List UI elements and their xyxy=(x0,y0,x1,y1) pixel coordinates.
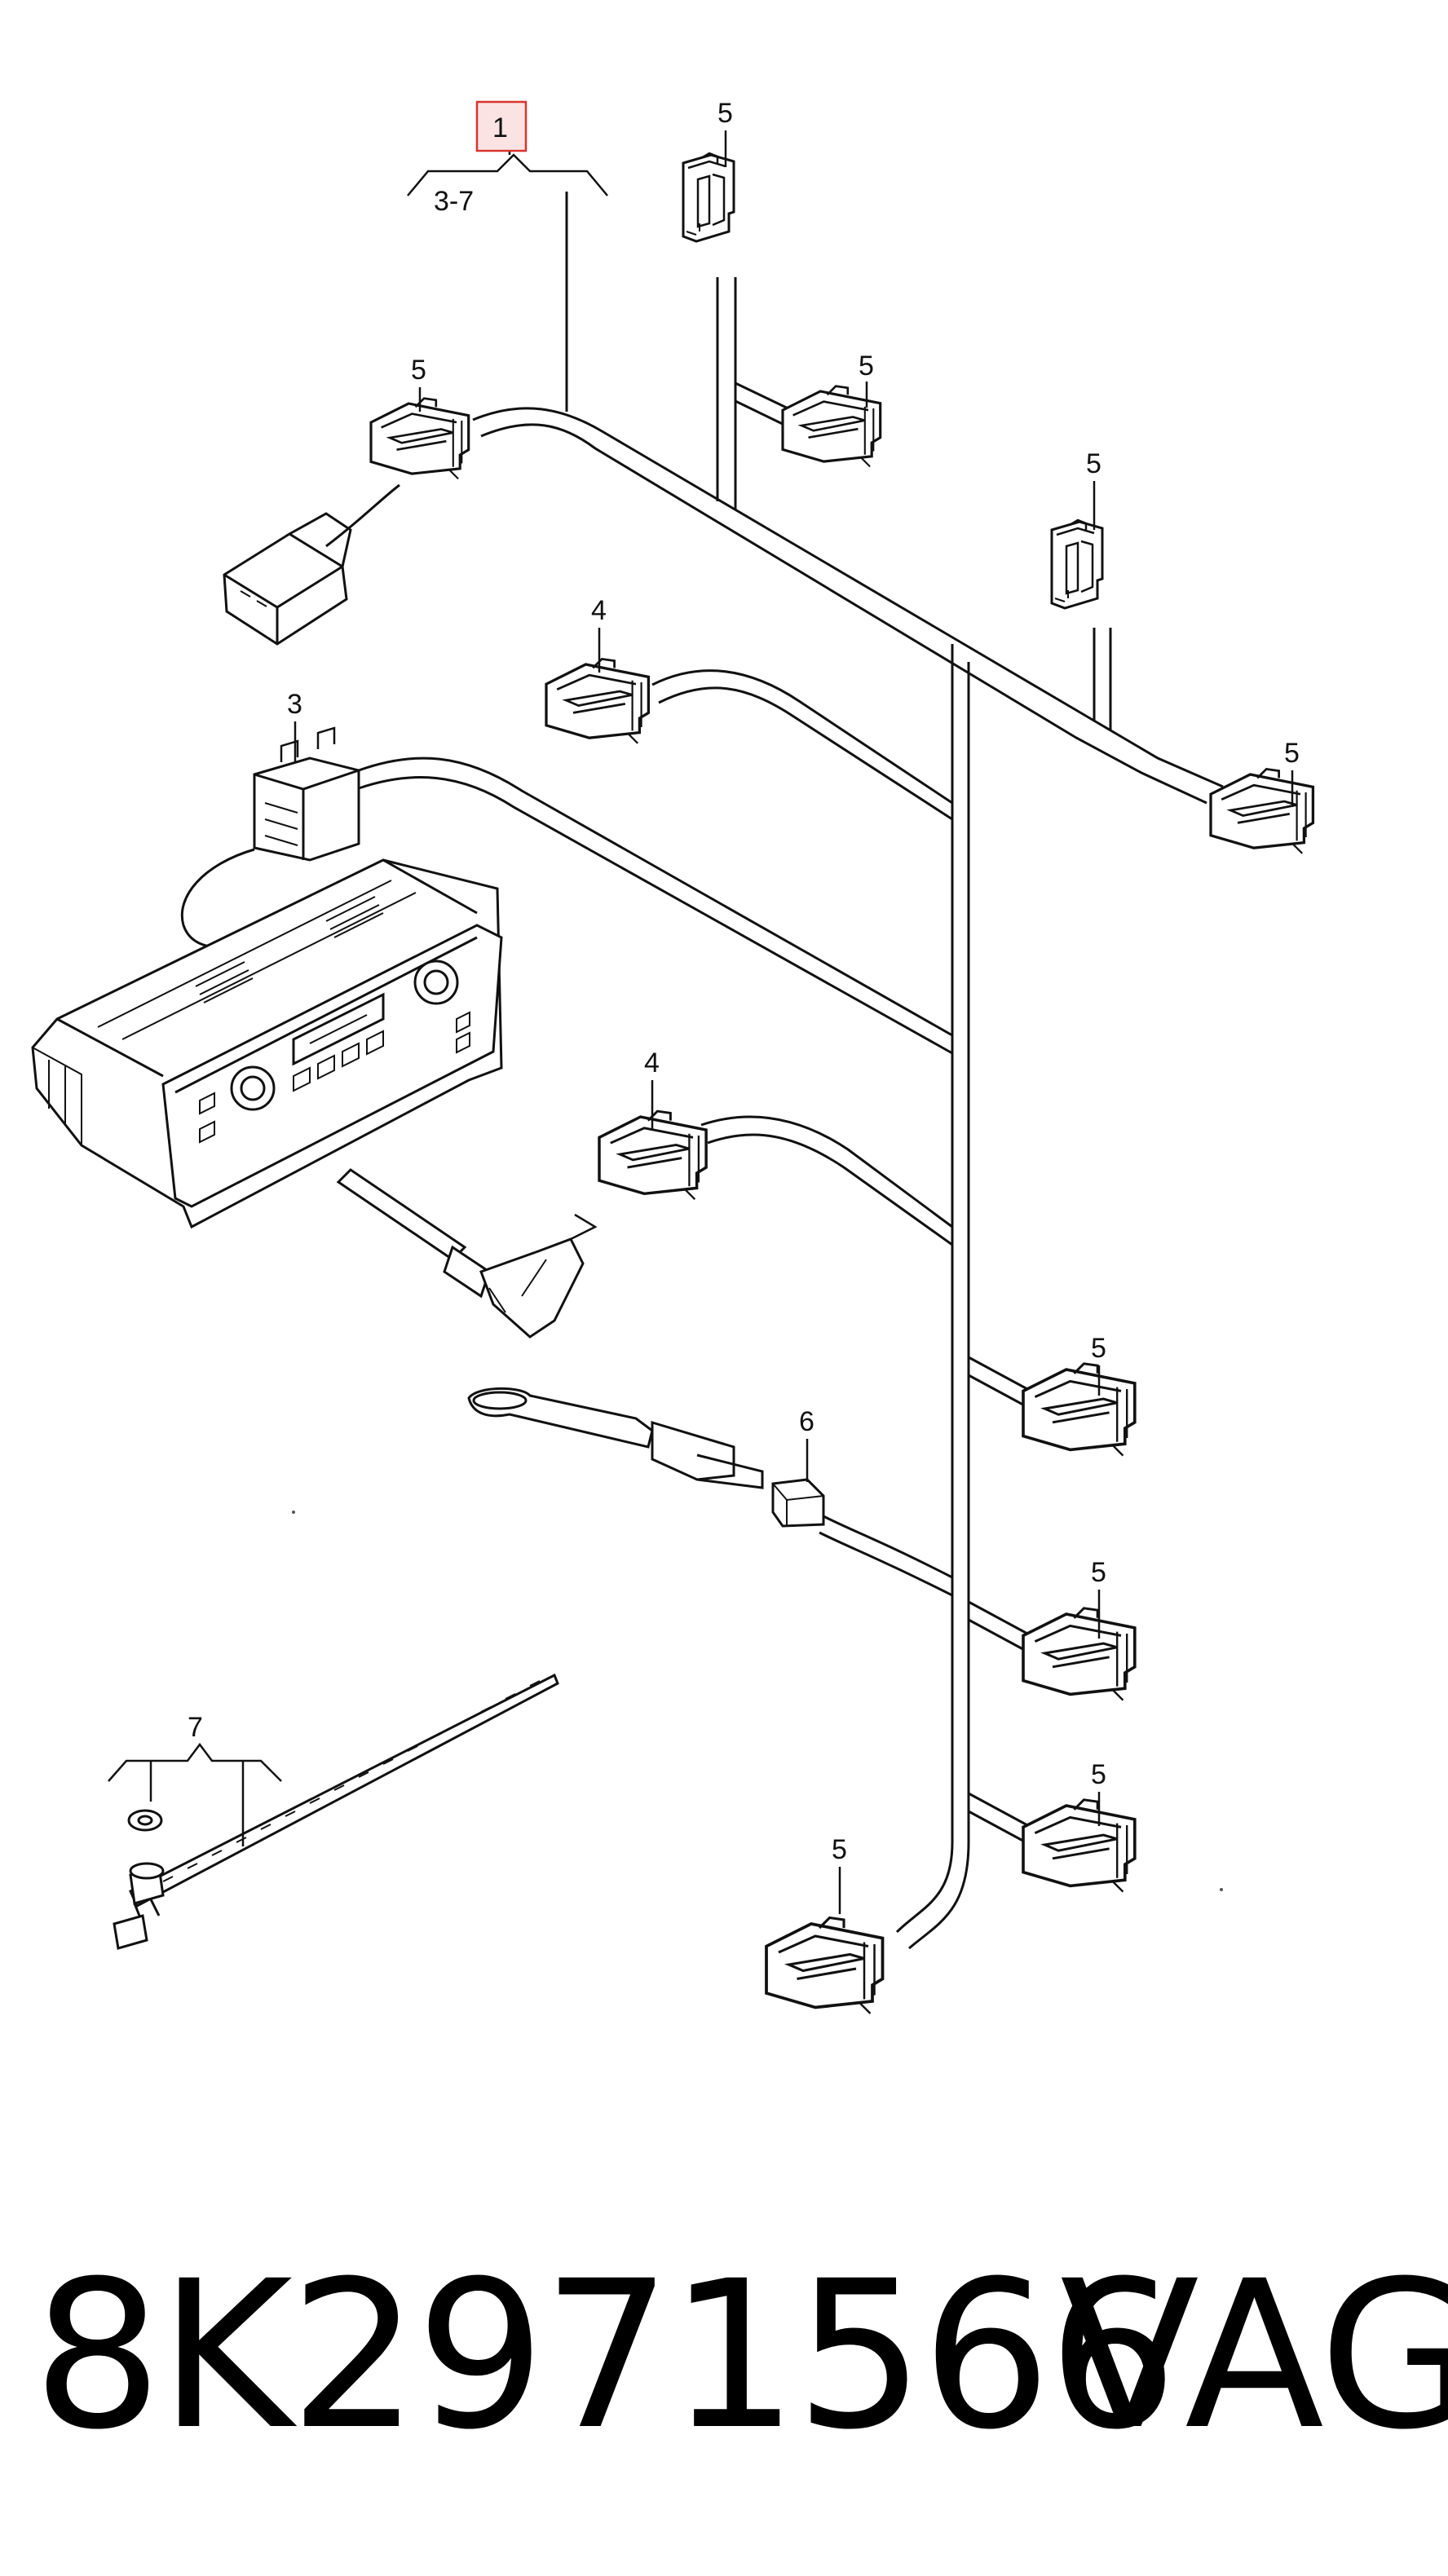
speck-marks xyxy=(292,1511,1223,1891)
callout-connector-r3: 5 xyxy=(1091,1759,1106,1790)
branch-r2-a xyxy=(968,1600,1030,1636)
temperature-sensor xyxy=(336,1168,598,1339)
connector-r2 xyxy=(1022,1607,1137,1702)
callout-connector-bottom: 5 xyxy=(832,1834,847,1865)
plug-six xyxy=(771,1478,825,1528)
callout-main: 1 xyxy=(492,112,508,143)
harness-wires xyxy=(180,192,1224,1950)
spine-b xyxy=(908,662,970,1950)
connector-far-right xyxy=(1209,767,1315,855)
cu-connector xyxy=(253,726,360,862)
callout-connector-r1: 5 xyxy=(1091,1333,1106,1364)
branch-cu-b xyxy=(358,775,953,1055)
branch-r3-b xyxy=(968,1810,1030,1846)
connector-mid-right xyxy=(1050,518,1104,610)
branch-sensor-lower-b xyxy=(707,1133,953,1246)
connector-bottom xyxy=(765,1916,885,2015)
callout-highlight-box xyxy=(475,100,528,152)
climate-control-unit xyxy=(31,858,503,1229)
callout-connector-top-right: 5 xyxy=(859,351,874,382)
branch-r1-a xyxy=(968,1356,1030,1392)
connector-r3 xyxy=(1022,1798,1137,1894)
callout-sensor-upper: 4 xyxy=(591,595,607,626)
callout-connector-top: 5 xyxy=(717,98,733,129)
callout-connector-r2: 5 xyxy=(1091,1557,1106,1588)
connector-top-right xyxy=(781,385,882,468)
callout-fastener: 7 xyxy=(188,1712,203,1743)
branch-r1-b xyxy=(968,1374,1030,1409)
callout-connector-left: 5 xyxy=(411,355,426,386)
branch-sensor-upper-a xyxy=(651,669,953,805)
branch-plug-b xyxy=(819,1531,953,1597)
washer xyxy=(127,1809,163,1832)
callout-sensor-plug: 6 xyxy=(799,1406,814,1437)
branch-plug-a xyxy=(823,1515,953,1579)
trunk-upper xyxy=(472,407,1224,788)
small-module xyxy=(223,512,352,646)
callout-control-unit: 3 xyxy=(287,689,302,720)
branch-r2-b xyxy=(968,1618,1030,1654)
part-number: 8K2971566 xyxy=(33,2237,1177,2474)
ribbon-probe xyxy=(467,1387,764,1489)
module-pigtail xyxy=(325,483,400,548)
connector-r1 xyxy=(1022,1362,1137,1458)
callout-labels: 1 3-7 5 5 5 5 5 4 3 4 6 5 5 5 5 7 xyxy=(188,98,1300,1865)
clip-fastener xyxy=(113,1862,165,1950)
sensor-connector-upper xyxy=(545,657,651,745)
branch-sensor-upper-b xyxy=(658,686,953,821)
branch-sensor-lower-a xyxy=(700,1115,953,1228)
callout-sensor-lower: 4 xyxy=(644,1048,660,1078)
spine-a xyxy=(895,644,954,1934)
branch-cu-a xyxy=(358,756,953,1037)
branch-r3-a xyxy=(968,1792,1030,1828)
callout-connector-mid-right: 5 xyxy=(1086,448,1101,479)
trunk-upper-inner xyxy=(480,423,1207,805)
callout-main-range: 3-7 xyxy=(434,186,474,217)
top-branch-a xyxy=(735,382,796,413)
callout-connector-far-right: 5 xyxy=(1284,738,1300,769)
cable-tie xyxy=(129,1673,559,1908)
brand-label: VAG xyxy=(1060,2237,1448,2474)
callout-leaders xyxy=(108,130,1294,1914)
